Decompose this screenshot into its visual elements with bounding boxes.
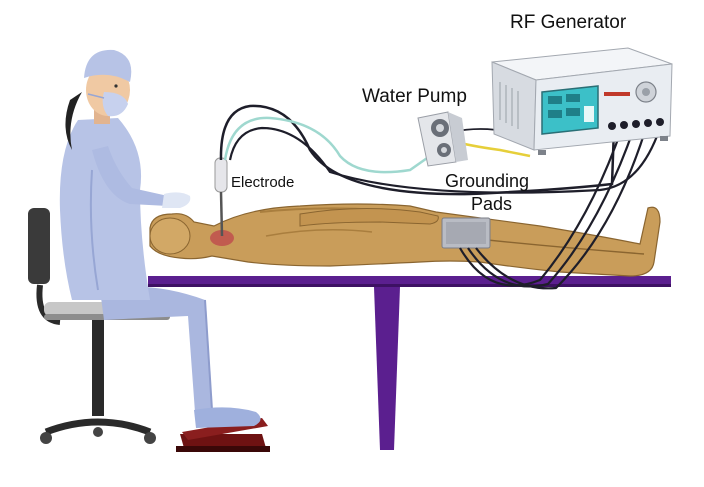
operating-table: [148, 276, 671, 450]
electrode-probe: [214, 157, 228, 237]
surgeon-figure: [59, 49, 261, 428]
rf-generator-device: [491, 47, 673, 155]
grounding-pads-label-line2: Pads: [471, 194, 513, 214]
grounding-pad: [441, 217, 491, 249]
water-pump-label: Water Pump: [362, 86, 467, 107]
rf-generator-label: RF Generator: [510, 12, 627, 33]
grounding-pads-label-line1: Grounding: [445, 171, 530, 191]
peristaltic-pump: [417, 111, 468, 167]
electrode-label: Electrode: [231, 174, 295, 191]
cables: [219, 104, 662, 290]
patient-figure: [149, 203, 661, 277]
